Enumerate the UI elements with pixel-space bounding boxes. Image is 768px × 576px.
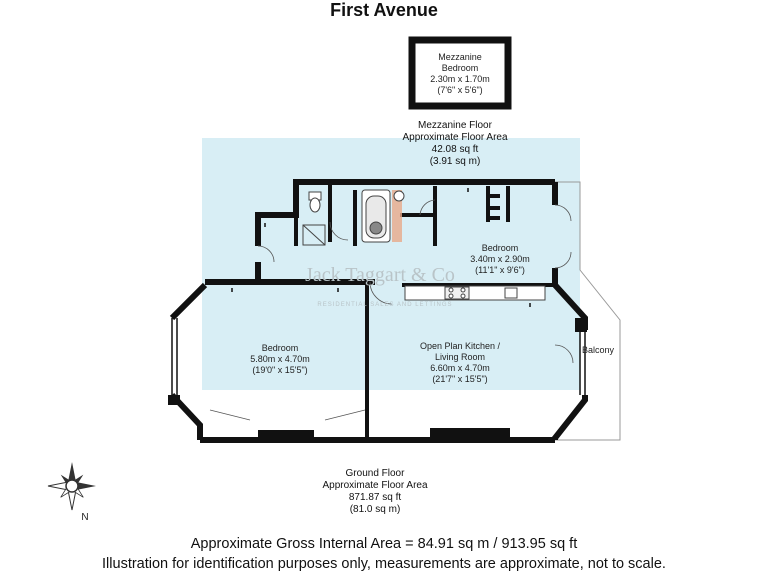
compass-north-label: N <box>81 512 89 523</box>
disclaimer-text: Illustration for identification purposes… <box>102 556 666 572</box>
mezzanine-area-label: Approximate Floor Area <box>402 132 508 143</box>
bedroom-small-metric: 3.40m x 2.90m <box>470 254 530 264</box>
ground-area-block: Ground Floor Approximate Floor Area 871.… <box>290 468 460 516</box>
internal-walls <box>294 182 555 438</box>
radiator-ticks <box>231 188 531 307</box>
bedroom-small-label: Bedroom 3.40m x 2.90m (11'1" x 9'6") <box>455 243 545 276</box>
bay-windows <box>171 318 586 395</box>
shower-fixture <box>302 224 326 246</box>
kitchen-living-name-1: Open Plan Kitchen / <box>419 341 501 351</box>
kitchen-living-metric: 6.60m x 4.70m <box>430 363 490 373</box>
balcony-outline <box>555 181 621 441</box>
bathroom-accent <box>392 190 402 242</box>
kitchen-worktop <box>404 285 546 301</box>
bedroom-large-label: Bedroom 5.80m x 4.70m (19'0" x 15'5") <box>225 343 335 376</box>
bedroom-small-name: Bedroom <box>481 243 519 253</box>
kitchen-living-name-2: Living Room <box>434 352 486 362</box>
wc-fixture <box>308 191 322 213</box>
bottom-wall-block-1 <box>258 430 314 442</box>
mezzanine-area-block: Mezzanine Floor Approximate Floor Area 4… <box>370 120 540 168</box>
door-swings <box>209 199 574 421</box>
sink-fixture <box>393 190 405 202</box>
plan-title: First Avenue <box>330 0 438 20</box>
wardrobe-shelves <box>490 194 500 220</box>
ground-floor-label: Ground Floor <box>345 468 405 479</box>
mezzanine-room-metric: 2.30m x 1.70m <box>430 74 490 84</box>
bottom-wall-block-2 <box>430 428 510 442</box>
bath-fixture <box>361 189 391 243</box>
bedroom-large-metric: 5.80m x 4.70m <box>250 354 310 364</box>
ground-area-sqm: (81.0 sq m) <box>349 504 401 515</box>
right-bay-block <box>575 318 587 332</box>
kitchen-living-imperial: (21'7" x 15'5") <box>432 374 488 384</box>
gross-area-text: Approximate Gross Internal Area = 84.91 … <box>190 536 578 552</box>
mezzanine-walls <box>408 36 512 110</box>
balcony-label: Balcony <box>581 345 615 355</box>
ground-area-label: Approximate Floor Area <box>322 480 428 491</box>
ground-area-sqft: 871.87 sq ft <box>348 492 402 503</box>
mezzanine-room-name-1: Mezzanine <box>438 52 482 62</box>
bedroom-small-imperial: (11'1" x 9'6") <box>475 265 525 275</box>
mezzanine-room-imperial: (7'6" x 5'6") <box>437 85 483 95</box>
watermark-name: Jack Taggart & Co <box>305 264 455 286</box>
mezzanine-area-sqft: 42.08 sq ft <box>431 144 479 155</box>
kitchen-living-label: Open Plan Kitchen / Living Room 6.60m x … <box>400 341 520 385</box>
bedroom-large-name: Bedroom <box>261 343 299 353</box>
mezzanine-floor-label: Mezzanine Floor <box>418 120 492 131</box>
mezzanine-room-name-2: Bedroom <box>441 63 479 73</box>
mezzanine-room-label: Mezzanine Bedroom 2.30m x 1.70m (7'6" x … <box>414 52 506 96</box>
bedroom-large-imperial: (19'0" x 15'5") <box>252 365 308 375</box>
left-bay-block <box>168 395 180 405</box>
mezzanine-area-sqm: (3.91 sq m) <box>429 156 481 167</box>
watermark-tagline: RESIDENTIAL SALES AND LETTINGS <box>317 302 453 308</box>
compass-rose-icon <box>47 462 96 511</box>
